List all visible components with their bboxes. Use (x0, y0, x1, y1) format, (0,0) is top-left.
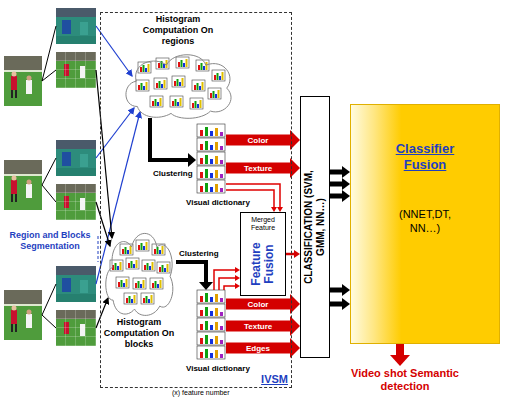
connector-line (330, 288, 342, 293)
arrow-head (342, 178, 350, 190)
connector-arrow (286, 250, 300, 258)
connector-line (330, 182, 342, 187)
edge-label: Edges (244, 344, 272, 353)
feature-fusion-box: Merged FeatureFeature Fusion (240, 212, 286, 296)
connector-line (226, 135, 290, 146)
method-list: (NNET,DT, NN…) (385, 207, 465, 235)
module-title: IVSM (261, 374, 288, 385)
connector-arrow (214, 267, 240, 290)
arrow-head (342, 190, 350, 202)
edge-label: Texture (242, 322, 274, 331)
connector-arrow (330, 284, 350, 296)
connector-line (226, 343, 290, 354)
cloud-outline (120, 49, 236, 118)
connector-line (226, 299, 290, 310)
segmentation-label: Region and Blocks Segmentation (2, 230, 98, 252)
arrow-head (342, 298, 350, 310)
connector-arrow (330, 166, 350, 178)
dictionary-label: Visual dictionary (186, 364, 250, 373)
connector-arrow (226, 158, 300, 178)
connector-arrow (226, 294, 300, 314)
edge-label: Color (246, 300, 271, 309)
dictionary-label: Visual dictionary (186, 198, 250, 207)
connector-line (224, 286, 235, 290)
ivsm-region: IVSM Histogram Computation On regionsVisu… (100, 12, 292, 388)
arrow-head (342, 284, 350, 296)
connector-arrow (150, 118, 196, 167)
edge-label: Clustering (178, 249, 220, 258)
box-title: Feature Fusion (250, 233, 276, 295)
connector-arrow (330, 190, 350, 202)
connector-line (226, 163, 290, 174)
connector-line (150, 118, 188, 160)
connector-line (286, 253, 294, 256)
box-title: CLASSIFICATION (SVM, GMM, NN…) (303, 163, 327, 291)
edge-label: Texture (242, 164, 274, 173)
visual-dictionary: Visual dictionary (196, 290, 226, 360)
box-title: Classifier Fusion (380, 141, 470, 173)
classifier-fusion-box: Classifier Fusion (NNET,DT, NN…) (350, 104, 500, 344)
cloud-heading: Histogram Computation On regions (139, 14, 217, 47)
histogram-cloud: Histogram Computation On blocks (102, 226, 176, 350)
connector-line (330, 170, 342, 175)
cloud-outline (102, 226, 176, 315)
edge-label: Clustering (152, 169, 194, 178)
classification-box: CLASSIFICATION (SVM, GMM, NN…) (300, 96, 330, 358)
connector-arrow (330, 298, 350, 310)
connector-arrow (226, 130, 300, 150)
connector-line (219, 278, 235, 290)
histogram-cloud: Histogram Computation On regions (120, 14, 236, 118)
connector-arrow (224, 283, 240, 290)
connector-arrow (176, 262, 213, 290)
connector-line (226, 321, 290, 332)
arrow-head (188, 153, 196, 167)
connector-arrow (226, 316, 300, 336)
connector-line (330, 302, 342, 307)
cloud-heading: Histogram Computation On blocks (102, 317, 176, 350)
footnote: (x) feature number (172, 389, 230, 397)
connector-line (214, 270, 235, 290)
arrow-head (342, 166, 350, 178)
connector-line (176, 262, 206, 282)
connector-arrow (330, 178, 350, 190)
connector-arrow (219, 275, 240, 290)
visual-dictionary: Visual dictionary (196, 124, 226, 194)
box-caption: Merged Feature (241, 213, 285, 232)
connector-arrow (226, 338, 300, 358)
edge-label: Color (246, 136, 271, 145)
arrow-head (199, 282, 213, 290)
connector-line (330, 194, 342, 199)
output-label: Video shot Semantic detection (340, 367, 470, 393)
